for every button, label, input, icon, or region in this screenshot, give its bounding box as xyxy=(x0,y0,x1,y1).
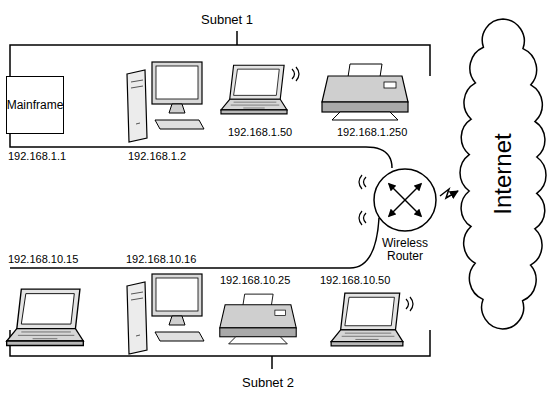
subnet-label: Subnet 1 xyxy=(201,13,253,27)
ip-address: 192.168.10.15 xyxy=(8,253,78,265)
internet-cloud: Internet xyxy=(458,8,548,340)
desktop-computer xyxy=(127,62,204,142)
network-bus xyxy=(10,134,392,168)
ip-address: 192.168.10.50 xyxy=(320,274,390,286)
wireless-waves xyxy=(359,175,366,189)
wireless-link xyxy=(440,189,458,198)
ip-address: 192.168.10.16 xyxy=(126,253,196,265)
printer xyxy=(322,64,408,120)
wireless-waves xyxy=(359,211,366,225)
printer xyxy=(220,294,296,344)
laptop-computer xyxy=(221,65,287,114)
router-arrow xyxy=(389,184,421,216)
mainframe-box: Mainframe xyxy=(6,76,64,134)
desktop-computer xyxy=(127,274,204,354)
router-node: Wireless Router xyxy=(370,168,440,268)
node-label: Wireless Router xyxy=(374,237,436,263)
router-symbol xyxy=(370,168,440,234)
ip-address: 192.168.1.1 xyxy=(8,150,66,162)
laptop-computer xyxy=(7,289,84,345)
ip-address: 192.168.1.250 xyxy=(337,126,407,138)
ip-address: 192.168.1.2 xyxy=(128,150,186,162)
ip-address: 192.168.10.25 xyxy=(220,274,290,286)
ip-address: 192.168.1.50 xyxy=(228,126,292,138)
laptop-computer xyxy=(331,293,403,346)
node-label: Mainframe xyxy=(7,98,64,112)
wireless-waves xyxy=(406,297,413,311)
router-outline xyxy=(374,169,436,231)
router-arrow xyxy=(389,184,421,216)
node-label: Internet xyxy=(489,133,517,214)
subnet-label: Subnet 2 xyxy=(242,376,294,390)
wireless-waves xyxy=(292,67,299,81)
cloud-outline xyxy=(460,19,546,329)
